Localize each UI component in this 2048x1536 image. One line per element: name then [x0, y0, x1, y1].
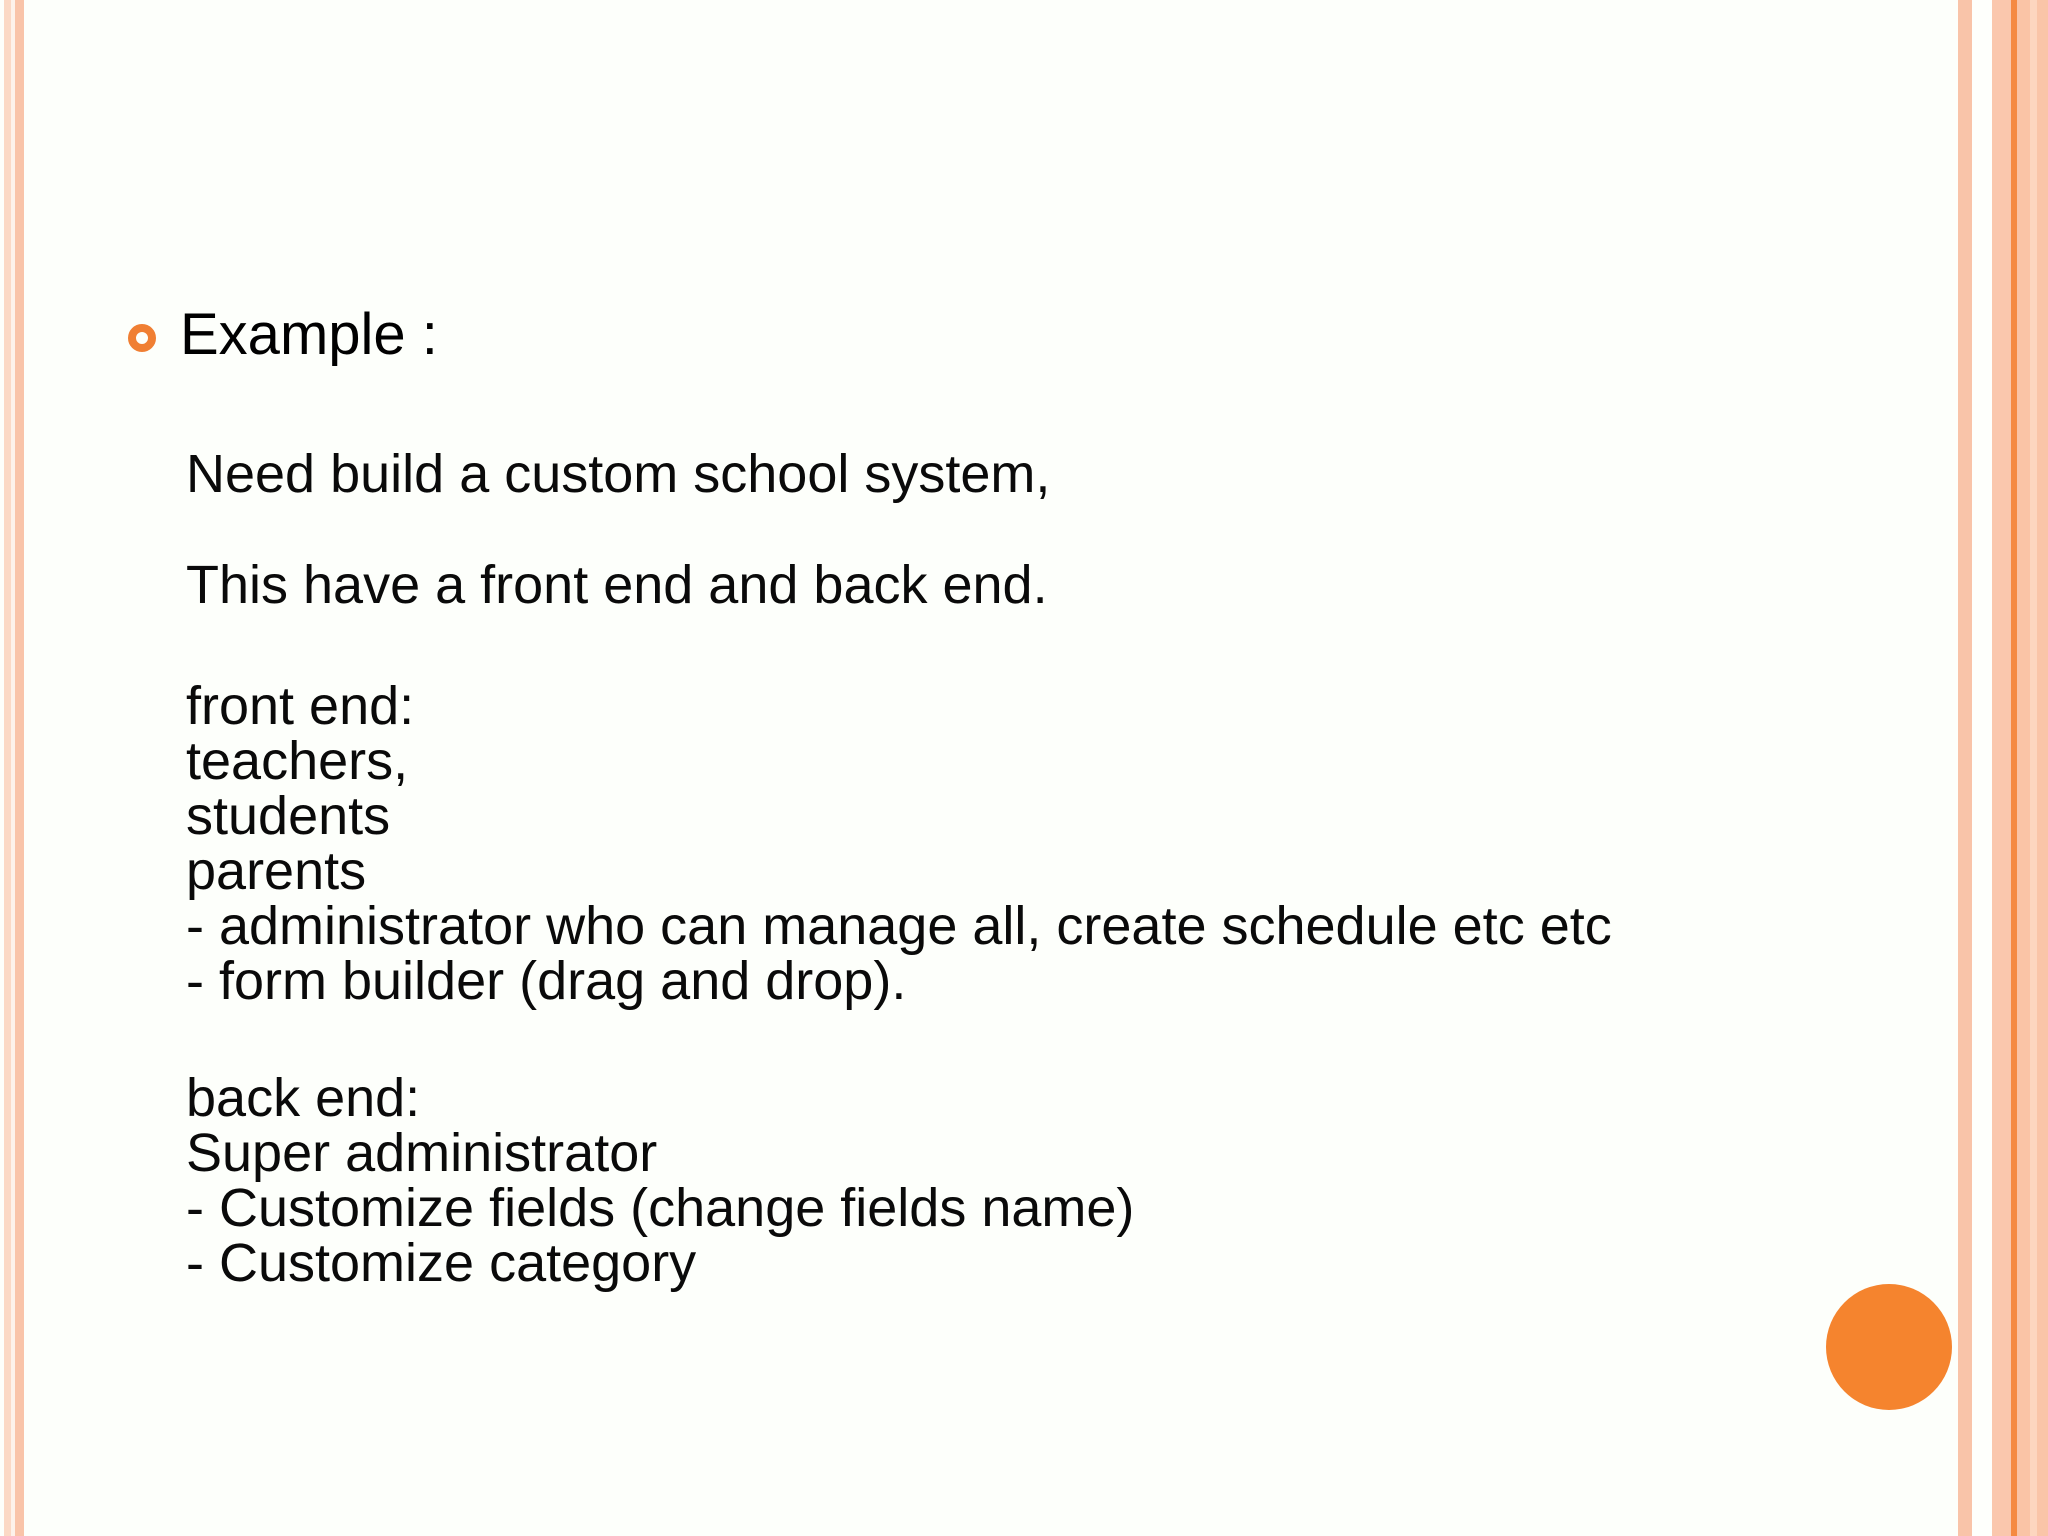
page-title: Example :	[180, 302, 438, 367]
heading-row: Example :	[128, 306, 438, 364]
slide-content: Example : Need build a custom school sys…	[128, 306, 1612, 1293]
right-border-stripe-7	[2037, 0, 2048, 1536]
left-border-stripe-outer	[4, 0, 11, 1536]
paragraph-need-build: Need build a custom school system,	[186, 444, 1051, 504]
right-border-stripe-1	[1958, 0, 1972, 1536]
right-border-stripe-accent	[2011, 0, 2017, 1536]
left-border-stripe-inner	[15, 0, 24, 1536]
circle-outline-bullet-icon	[128, 324, 156, 352]
right-border-stripe-2	[1972, 0, 1992, 1536]
filled-circle-decoration-icon	[1826, 1284, 1952, 1410]
right-border-stripe-3	[1992, 0, 2011, 1536]
front-end-list: front end: teachers, students parents - …	[186, 676, 1612, 1011]
right-border-stripe-5	[2017, 0, 2030, 1536]
left-border-stripe-gap	[11, 0, 15, 1536]
right-border-stripe-6	[2030, 0, 2037, 1536]
paragraph-front-back: This have a front end and back end.	[186, 555, 1048, 615]
back-end-list: back end: Super administrator - Customiz…	[186, 1068, 1135, 1293]
